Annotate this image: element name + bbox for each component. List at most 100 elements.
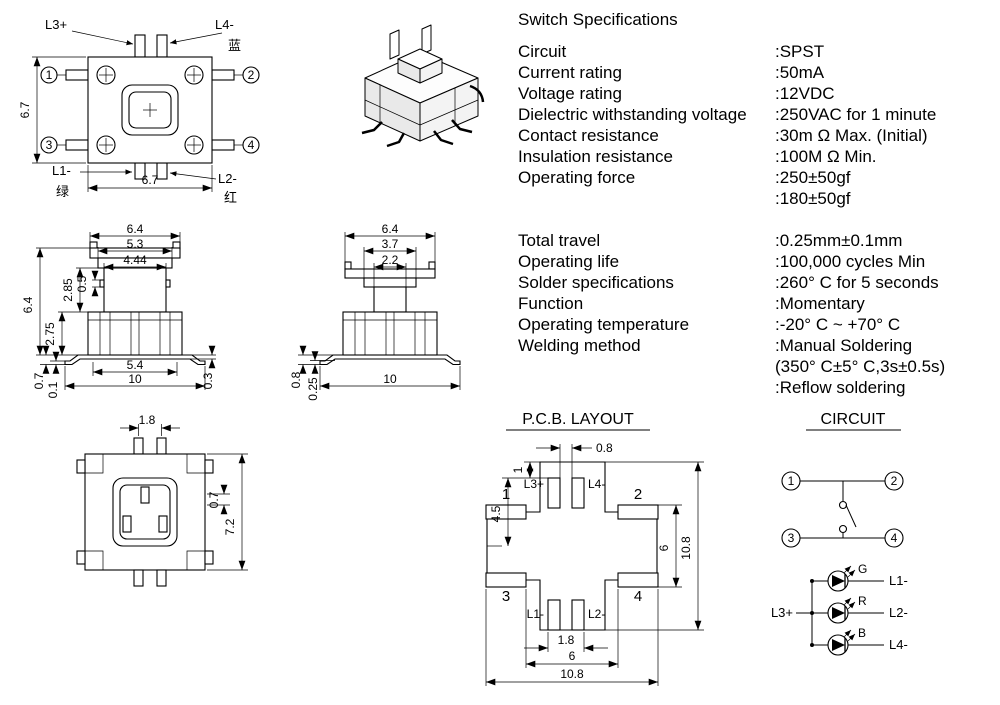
dim-label: 7.2 — [223, 518, 237, 535]
l4-color-label: 蓝 — [228, 38, 241, 53]
led-pin-label: L2- — [889, 605, 908, 620]
l3-label: L3+ — [45, 17, 67, 32]
spec-value — [775, 209, 996, 230]
dim-label: 3.7 — [382, 237, 399, 251]
spec-label — [518, 377, 775, 398]
specs-rows: Circuit:SPST Current rating :50mA Voltage… — [518, 41, 996, 398]
dim-label: 6.4 — [127, 222, 144, 236]
pad-4 — [617, 572, 659, 588]
pin4-lead — [211, 139, 235, 151]
pin-number: 3 — [788, 531, 795, 545]
pin-number: 4 — [248, 138, 255, 152]
spec-label: Operating life — [518, 252, 620, 271]
dim-label: 6 — [657, 544, 671, 551]
spec-label: Welding method — [518, 336, 641, 355]
spec-value: :0.25mm±0.1mm — [775, 231, 903, 250]
led-pin-l3 — [134, 34, 146, 58]
spec-value: :30m Ω Max. (Initial) — [775, 126, 928, 145]
spec-value: :50mA — [775, 63, 825, 82]
spec-label: Solder specifications — [518, 273, 674, 292]
side-cap — [344, 268, 436, 279]
dim-label: 10.8 — [560, 667, 584, 681]
spec-row: Voltage rating :12VDC — [518, 83, 996, 104]
dim-label: 5.3 — [127, 237, 144, 251]
dim-label: 0.3 — [201, 372, 215, 389]
spec-label: Insulation resistance — [518, 147, 673, 166]
spec-label — [518, 209, 775, 230]
spec-label — [518, 188, 775, 209]
pcb-l1-label: L1- — [527, 607, 544, 621]
pin-number: 3 — [46, 138, 53, 152]
pad-number: 2 — [634, 486, 642, 503]
spec-row: (350° C±5° C,3s±0.5s) — [518, 356, 996, 377]
pin-number: 1 — [788, 474, 795, 488]
pad-l1 — [547, 599, 561, 631]
dim-label: 0.25 — [306, 377, 320, 401]
isometric-view — [361, 24, 485, 148]
pcb-l4-label: L4- — [588, 477, 605, 491]
led-common-label: L3+ — [771, 605, 793, 620]
pcb-layout: P.C.B. LAYOUT 1 2 3 4 L3+ L4- L1- L2- 0.… — [485, 411, 704, 686]
dim-label: 6.7 — [18, 101, 32, 118]
pin-number: 2 — [891, 474, 898, 488]
top-view: 1 2 3 4 L3+ L4- 蓝 L1- 绿 L2- 红 6.7 6.7 — [18, 17, 260, 205]
front-body — [87, 311, 183, 356]
dim-label: 6.4 — [21, 296, 35, 313]
pin1-lead — [65, 69, 89, 81]
l2-color-label: 红 — [224, 190, 237, 205]
circuit-title: CIRCUIT — [821, 411, 886, 428]
dim-label: 10 — [383, 372, 397, 386]
led-pin-l2 — [156, 162, 168, 180]
iso-gullwing-pin — [433, 130, 454, 146]
specs-title: Switch Specifications — [518, 10, 678, 29]
dim-label: 0.7 — [207, 491, 221, 508]
iso-gullwing-pin — [361, 121, 383, 135]
spec-label: Total travel — [518, 231, 601, 250]
dim-label: 2.2 — [382, 253, 399, 267]
dim-label: 4.44 — [123, 253, 147, 267]
circuit-diagram: CIRCUIT 1 2 3 4 L3+ G L1- — [771, 411, 908, 656]
dim-label: 0.7 — [32, 372, 46, 389]
dim-label: 1.8 — [139, 413, 156, 427]
dim-label: 1.8 — [558, 633, 575, 647]
spec-value: :250VAC for 1 minute — [775, 105, 937, 124]
spec-row: Current rating :50mA — [518, 62, 996, 83]
pad-3 — [485, 572, 527, 588]
bottom-body — [84, 453, 206, 571]
side-stem — [373, 286, 407, 313]
l2-label: L2- — [218, 171, 237, 186]
pad-l4 — [571, 477, 585, 509]
dim-label: 10 — [128, 372, 142, 386]
switch-lever — [845, 504, 857, 528]
spec-row: Circuit:SPST — [518, 41, 996, 62]
spec-value: :12VDC — [775, 84, 835, 103]
pin-number: 4 — [891, 531, 898, 545]
spec-row: Function:Momentary — [518, 293, 996, 314]
led-letter: G — [858, 562, 867, 576]
pcb-title: P.C.B. LAYOUT — [522, 411, 634, 428]
dim-label: 0.8 — [289, 371, 303, 388]
iso-top-prong — [421, 24, 432, 55]
dim-label: 0.5 — [75, 275, 89, 292]
front-stem — [103, 267, 167, 313]
spec-value: :260° C for 5 seconds — [775, 273, 939, 292]
dim-label: 6.7 — [142, 173, 159, 187]
front-view: 6.4 5.3 4.44 0.5 2.85 2.75 6.4 5.4 10 0.… — [21, 222, 216, 398]
pcb-l3-label: L3+ — [524, 477, 544, 491]
pad-number: 3 — [502, 588, 510, 605]
spec-row-spacer — [518, 209, 996, 230]
dim-label: 4.5 — [489, 505, 503, 522]
dim-label: 1 — [511, 466, 525, 473]
dim-label: 2.85 — [61, 278, 75, 302]
led-letter: R — [858, 594, 867, 608]
dim-label: 10.8 — [679, 536, 693, 560]
switch-contact — [838, 500, 848, 510]
spec-label: Function — [518, 294, 584, 313]
spec-label: Current rating — [518, 63, 622, 82]
l1-color-label: 绿 — [56, 184, 69, 199]
pin-number: 2 — [248, 68, 255, 82]
dim-label: 0.8 — [596, 441, 613, 455]
spec-value: :-20° C ~ +70° C — [775, 315, 901, 334]
spec-label: Voltage rating — [518, 84, 622, 103]
